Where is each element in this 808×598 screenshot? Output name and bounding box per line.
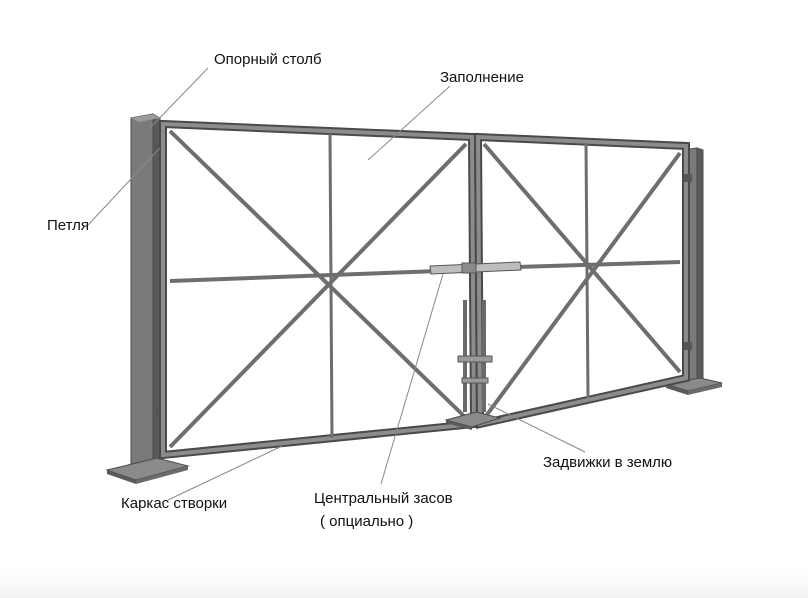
leaf-frame-label: Каркас створки bbox=[121, 495, 228, 512]
right-leaf bbox=[473, 132, 690, 429]
ground-bolts-label: Задвижки в землю bbox=[543, 454, 673, 471]
ground-fade bbox=[0, 560, 808, 598]
leader-lines bbox=[87, 67, 586, 501]
hinge-label: Петля bbox=[47, 217, 90, 234]
left-base-plate bbox=[105, 457, 190, 484]
infill-label: Заполнение bbox=[440, 69, 524, 86]
central-latch-note: ( опциально ) bbox=[320, 513, 414, 530]
leader-support-post bbox=[149, 67, 209, 129]
right-hinge-bottom bbox=[684, 342, 692, 350]
leader-central-latch bbox=[380, 273, 444, 485]
leader-leaf-frame bbox=[167, 445, 283, 501]
central-latch-label: Центральный засов bbox=[314, 490, 453, 507]
leader-hinge bbox=[87, 147, 161, 226]
right-hinge-top bbox=[684, 174, 692, 182]
left-leaf bbox=[159, 119, 479, 460]
leader-ground-bolts bbox=[487, 403, 586, 453]
central-latch bbox=[429, 261, 522, 275]
support-post-label: Опорный столб bbox=[214, 51, 322, 68]
leader-infill bbox=[367, 85, 451, 161]
ground-bolts bbox=[444, 300, 502, 430]
